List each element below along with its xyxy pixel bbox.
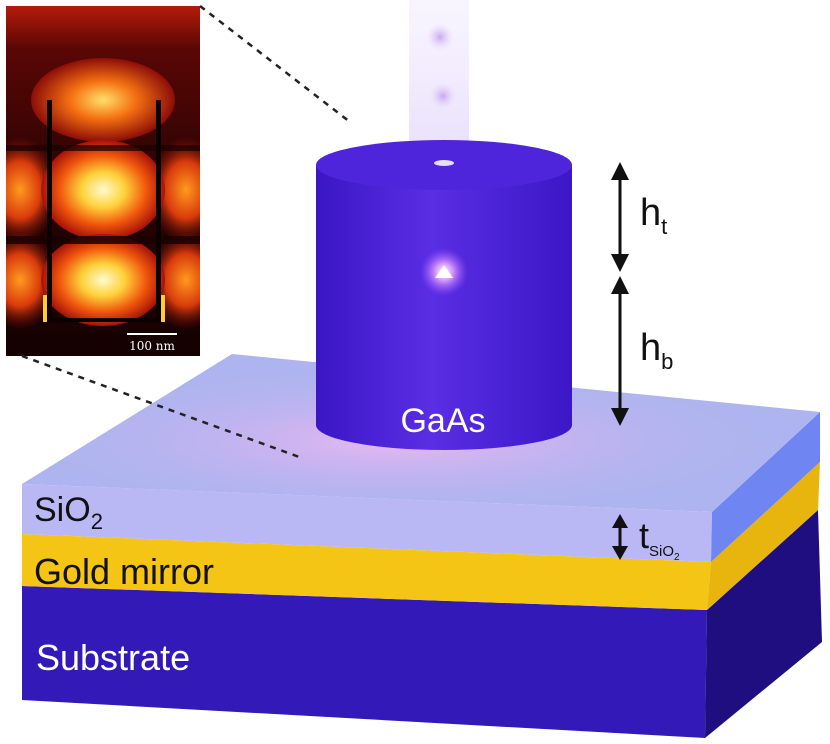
sio2-label: SiO2: [34, 491, 103, 534]
thickness-arrow: [612, 514, 628, 560]
t-main: t: [639, 515, 649, 556]
t-sub: SiO: [649, 543, 674, 560]
gold-mirror-layer: [22, 462, 820, 610]
substrate-layer: [22, 510, 822, 738]
ht-main: h: [640, 192, 661, 234]
hb-main: h: [640, 327, 661, 369]
gaas-label: GaAs: [400, 402, 485, 440]
scalebar-label: 100 nm: [129, 339, 175, 353]
height-top-label: ht: [640, 192, 667, 239]
sio2-main: SiO: [34, 491, 91, 529]
sio2-sub: 2: [91, 509, 103, 534]
height-top-arrow: [611, 162, 629, 272]
gaas-pillar: [316, 140, 572, 450]
quantum-dot-marker: [435, 265, 453, 278]
height-bottom-arrow: [611, 276, 629, 426]
field-profile-inset: 100 nm: [6, 6, 200, 356]
zoom-lines: [21, 5, 351, 460]
emission-beam: [409, 0, 469, 155]
t-sub-sub: 2: [674, 552, 680, 563]
ht-sub: t: [661, 214, 667, 239]
substrate-label: Substrate: [36, 637, 190, 678]
thickness-label: tSiO2: [639, 515, 680, 563]
hb-sub: b: [661, 349, 673, 374]
height-bottom-label: hb: [640, 327, 673, 374]
gold-mirror-label: Gold mirror: [34, 551, 214, 592]
